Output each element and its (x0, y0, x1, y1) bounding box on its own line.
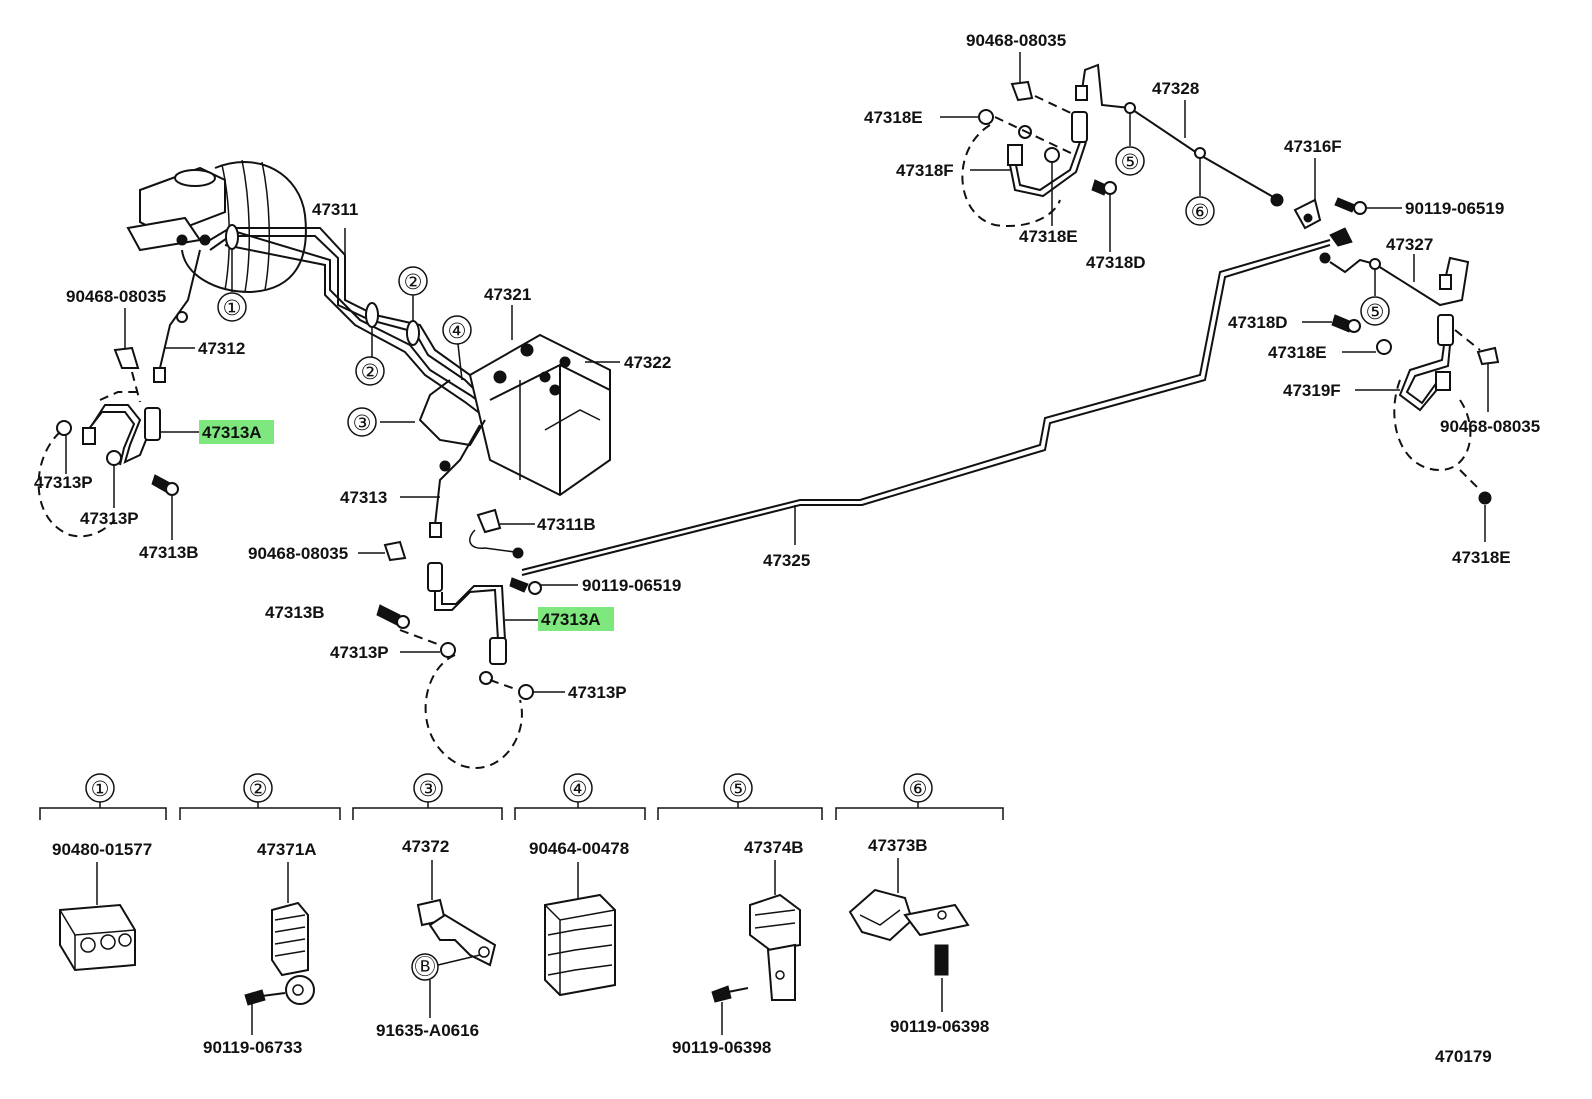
part-label: 47318D (1086, 253, 1146, 272)
legend-num: ④ (569, 777, 588, 801)
clip-icon (113, 346, 140, 369)
bolt-icon (528, 581, 542, 595)
bolt-icon (1353, 201, 1367, 215)
brake-booster (181, 159, 307, 294)
callout-b: Ⓑ (415, 955, 436, 979)
brake-line-47328 (1075, 63, 1284, 207)
part-label: 47313 (340, 488, 387, 507)
part-label: 47318E (864, 108, 923, 127)
callout-3: ③ (353, 411, 372, 435)
part-label: 47311 (312, 200, 358, 219)
callout-2: ② (404, 270, 423, 294)
clip-icon (59, 903, 136, 972)
part-label: 47325 (763, 551, 810, 570)
clip-icon (544, 893, 616, 997)
legend-part: 47373B (868, 836, 928, 855)
part-label: 47313B (265, 603, 325, 622)
part-label: 90468-08035 (248, 544, 348, 563)
legend-group-4: ④ 90464-00478 (514, 773, 646, 997)
brake-line-47325 (521, 239, 1331, 571)
master-cylinder (126, 166, 226, 252)
legend-group-6: ⑥ 47373B 90119-06398 (835, 773, 1004, 1036)
legend-num: ① (91, 777, 110, 801)
highlight-47313A (199, 420, 274, 444)
legend-num: ⑤ (729, 777, 748, 801)
legend-part: 47371A (257, 840, 317, 859)
callout-4: ④ (448, 319, 467, 343)
legend-part: 47372 (402, 837, 449, 856)
part-label: 47316F (1284, 137, 1342, 156)
part-label: 47318E (1019, 227, 1078, 246)
legend-part: 91635-A0616 (376, 1021, 479, 1040)
brake-line-47312 (153, 249, 201, 383)
legend-part: 90480-01577 (52, 840, 152, 859)
part-label-highlighted: 47313A (541, 610, 601, 629)
legend-part: 47374B (744, 838, 804, 857)
part-label: 47328 (1152, 79, 1199, 98)
part-label: 47313P (80, 509, 139, 528)
part-label: 47311B (537, 515, 596, 534)
part-label: 47312 (198, 339, 245, 358)
part-label: 90119-06519 (582, 576, 681, 595)
callout-5: ⑤ (1121, 150, 1140, 174)
part-label: 47313P (568, 683, 627, 702)
legend-part: 90119-06398 (672, 1038, 771, 1057)
legend-group-3: ③ 47372 Ⓑ 91635-A0616 (352, 773, 503, 1040)
brake-line-47327 (1319, 252, 1470, 307)
legend-num: ② (249, 777, 268, 801)
part-label: 90468-08035 (966, 31, 1066, 50)
bracket-icon (848, 888, 970, 942)
flex-hose-upper-right (978, 109, 1117, 198)
part-label: 47318F (896, 161, 954, 180)
figure-id: 470179 (1435, 1047, 1492, 1066)
part-label: 47319F (1283, 381, 1341, 400)
legend-part: 90464-00478 (529, 839, 629, 858)
highlight-47313A (538, 607, 614, 631)
legend-part: 90119-06733 (203, 1038, 302, 1057)
clip-icon (383, 540, 407, 562)
legend-num: ③ (419, 777, 438, 801)
flex-hose-left (56, 404, 179, 496)
junction-47316F (1293, 198, 1353, 247)
callout-1: ① (223, 296, 242, 320)
part-label: 47318E (1452, 548, 1511, 567)
part-label: 47318D (1228, 313, 1288, 332)
part-label: 90468-08035 (66, 287, 166, 306)
part-label: 47321 (484, 285, 531, 304)
part-label: 47313B (139, 543, 199, 562)
part-label: 47327 (1386, 235, 1433, 254)
part-label: 47322 (624, 353, 671, 372)
bracket-icon (476, 508, 502, 534)
callout-2: ② (361, 360, 380, 384)
part-label: 90468-08035 (1440, 417, 1540, 436)
brake-line-47313 (418, 379, 486, 538)
part-label: 47318E (1268, 343, 1327, 362)
part-label: 90119-06519 (1405, 199, 1504, 218)
legend-group-1: ① 90480-01577 (39, 773, 167, 972)
clamp-icon (271, 901, 315, 1005)
bracket-icon (416, 898, 497, 967)
part-label-highlighted: 47313A (202, 423, 262, 442)
legend-part: 90119-06398 (890, 1017, 989, 1036)
legend-group-2: ② 47371A 90119-06733 (179, 773, 341, 1057)
clip-icon (1010, 80, 1034, 102)
callout-5: ⑤ (1366, 300, 1385, 324)
legend-group-5: ⑤ 47374B 90119-06398 (657, 773, 823, 1057)
callout-6: ⑥ (1191, 200, 1210, 224)
abs-actuator (468, 333, 611, 497)
bracket-icon (749, 893, 801, 1001)
part-label: 47313P (330, 643, 389, 662)
flex-hose-right (1398, 314, 1500, 412)
flex-hose-lower (427, 562, 507, 685)
legend-num: ⑥ (909, 777, 928, 801)
part-label: 47313P (34, 473, 93, 492)
